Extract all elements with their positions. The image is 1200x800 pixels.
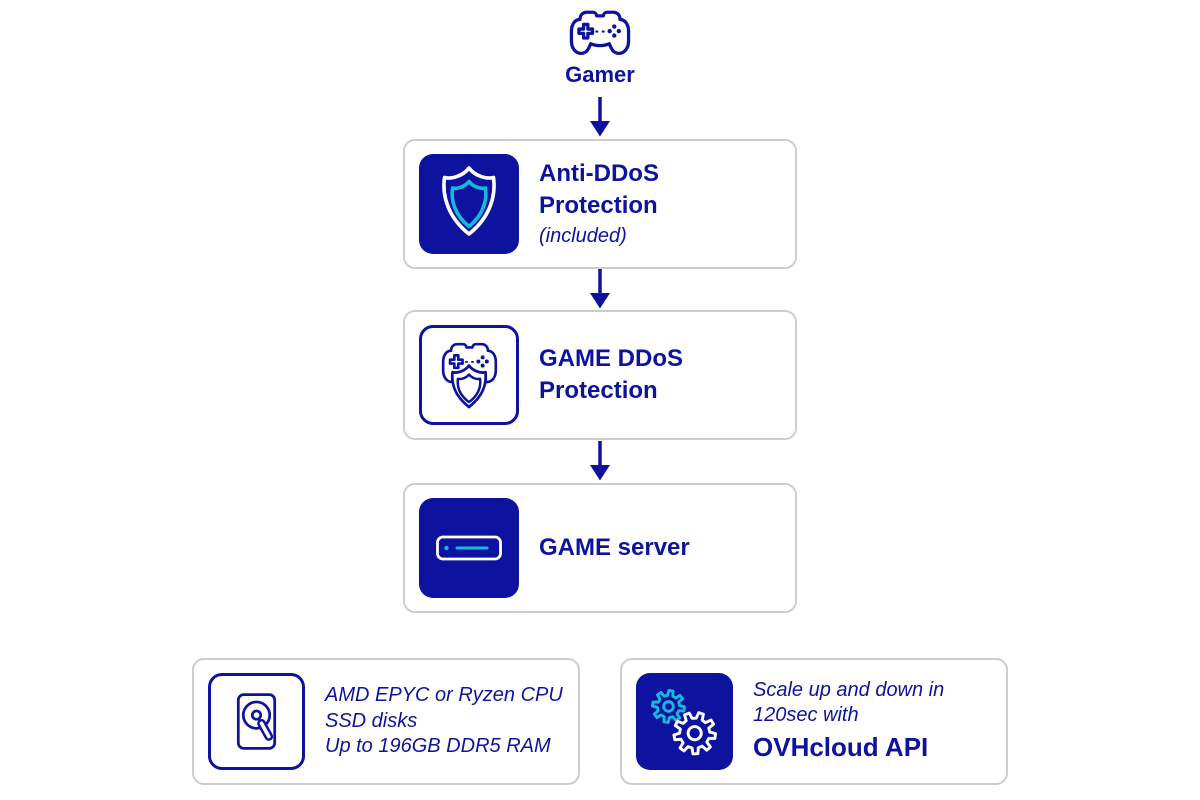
flow-arrow-down-icon	[590, 97, 610, 137]
card-note: (included)	[539, 225, 627, 248]
card-title-line: Protection	[539, 377, 658, 404]
card-title-line: GAME server	[539, 533, 690, 561]
card-title-line: Protection	[539, 192, 658, 219]
shield-icon	[419, 154, 519, 254]
ovhcloud-api-label: OVHcloud API	[753, 732, 929, 763]
hardware-spec-line: AMD EPYC or Ryzen CPU	[325, 684, 563, 707]
flow-arrow-down-icon	[590, 269, 610, 309]
card-title-line: GAME DDoS	[539, 344, 683, 372]
game-server-card: GAME server	[403, 483, 797, 613]
card-title-line: Anti-DDoS	[539, 159, 659, 187]
server-icon	[419, 498, 519, 598]
hardware-spec-line: Up to 196GB DDR5 RAM	[325, 735, 551, 758]
hardware-card: AMD EPYC or Ryzen CPU SSD disks Up to 19…	[192, 658, 580, 785]
api-text-line: Scale up and down in	[753, 678, 945, 701]
hard-drive-icon	[208, 673, 305, 770]
api-text-line: 120sec with	[753, 703, 859, 726]
gamer-label: Gamer	[565, 62, 635, 87]
api-card: Scale up and down in 120sec with OVHclou…	[620, 658, 1008, 785]
gamepad-shield-icon	[419, 325, 519, 425]
game-ddos-card: GAME DDoS Protection	[403, 310, 797, 440]
hardware-spec-line: SSD disks	[325, 709, 418, 732]
gears-icon	[636, 673, 733, 770]
gamepad-icon	[569, 10, 631, 56]
anti-ddos-card: Anti-DDoS Protection (included)	[403, 139, 797, 269]
flow-arrow-down-icon	[590, 441, 610, 481]
